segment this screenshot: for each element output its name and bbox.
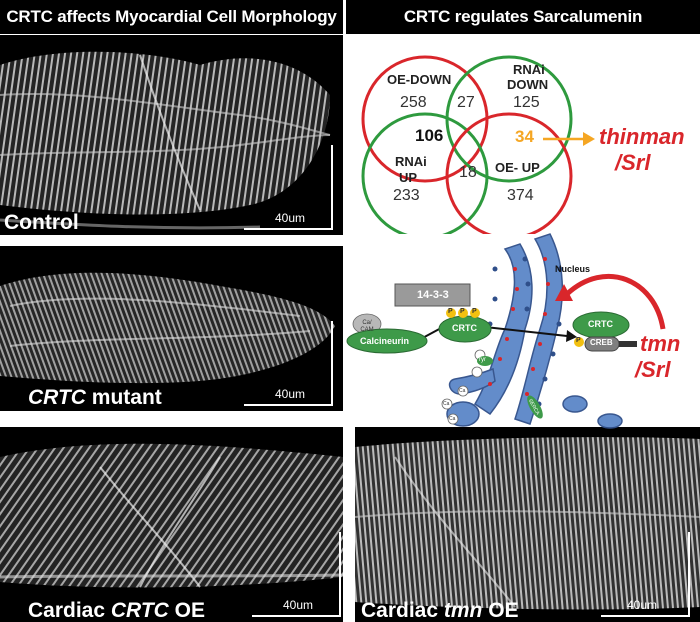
tmn-oe-label-suffix: OE [482, 599, 519, 622]
control-muscle-texture [0, 51, 331, 230]
serca-shape [527, 395, 543, 419]
creb-label: CREB [590, 338, 613, 347]
ryr-label: ryr [479, 357, 486, 363]
venn-circle-oe-up [445, 112, 573, 234]
tmn-oe-label-italic: tmn [443, 599, 483, 622]
crtc-oe-label-italic: CRTC [110, 599, 169, 622]
er-dots [488, 257, 550, 396]
crtc-mutant-label-suffix: mutant [85, 386, 162, 409]
crtc-mutant-scale-label: 40um [275, 387, 306, 401]
venn-value-rnai-up: 233 [393, 187, 420, 204]
calcineurin-shape [346, 328, 428, 354]
crtc-oe-scale-bar-horizontal [252, 615, 341, 617]
tmn-oe-scale-bar-horizontal [601, 615, 690, 617]
feedback-curved-arrow [565, 274, 666, 330]
crtc-cyto-label: CRTC [452, 323, 477, 333]
venn-value-overlap-center: 106 [415, 126, 444, 145]
protein-1433-box [394, 283, 471, 307]
crtc-oe-label-suffix: OE [168, 599, 206, 622]
feedback-arrow-head [555, 284, 573, 301]
calcineurin-label: Calcineurin [360, 336, 410, 346]
venn-value-oe-down: 258 [400, 94, 427, 111]
tmn-oe-muscle-texture [355, 437, 700, 610]
crtc-translocation-arrow-head [566, 330, 577, 342]
tmn-oe-label-prefix: Cardiac [361, 599, 444, 622]
p-label-2: P [460, 308, 465, 315]
left-title: CRTC affects Myocardial Cell Morphology [0, 0, 343, 34]
protein-1433-label: 14-3-3 [417, 289, 449, 301]
venn-circle-rnai-up [361, 112, 489, 234]
p-label-1: P [448, 308, 453, 315]
crtc-mutant-label: CRTC mutant [28, 386, 162, 410]
control-label: Control [4, 211, 79, 234]
control-scale-bar-horizontal [244, 228, 333, 230]
venn-diagram [361, 55, 595, 234]
ca-cam-label: Ca/ CAM [360, 320, 374, 333]
right-title: CRTC regulates Sarcalumenin [346, 0, 700, 34]
crtc-oe-scale-label: 40um [283, 598, 314, 612]
ca-label-1: Ca [459, 388, 466, 394]
tmn-oe-scale-bar-vertical [688, 532, 690, 617]
gene-label-line1: tmn [640, 331, 681, 356]
ryr-shape [477, 356, 493, 366]
ca-label-3: Ca [449, 416, 456, 422]
venn-label-rnai-up-line1: RNAi [395, 154, 427, 169]
crtc-mutant-scale-bar-vertical [331, 321, 333, 406]
venn-label-rnai-down-line1: RNAi [513, 62, 545, 77]
highlight-arrow-head [583, 132, 595, 146]
p-circle-3 [470, 308, 480, 318]
crtc-oe-muscle-texture [0, 443, 343, 588]
crtc-mutant-scale-bar-horizontal [244, 404, 333, 406]
control-scale-label: 40um [275, 211, 306, 225]
gene-promoter [619, 341, 637, 347]
crtc-oe-label-prefix: Cardiac [28, 599, 111, 622]
p-label-nuc: P [576, 337, 581, 344]
venn-label-oe-down: OE-DOWN [387, 72, 452, 87]
venn-value-rnai-down: 125 [513, 94, 540, 111]
venn-target-line2: /Srl [615, 150, 651, 175]
gene-label-line2: /Srl [635, 357, 671, 382]
tmn-oe-label: Cardiac tmn OE [361, 599, 519, 622]
venn-target-line1: thinman [599, 124, 685, 149]
venn-value-oe-up: 374 [507, 187, 534, 204]
ca-label-2: Ca [443, 401, 450, 407]
venn-value-overlap-top: 27 [457, 94, 475, 111]
control-image-panel: Control 40um [0, 35, 343, 235]
crtc-nuc-label: CRTC [588, 319, 613, 329]
venn-label-rnai-up-line2: UP [399, 170, 418, 185]
venn-value-overlap-highlight: 34 [515, 127, 534, 146]
regulation-diagram: OE-DOWN 258 RNAi DOWN 125 27 106 34 RNAi… [345, 34, 700, 429]
crtc-mutant-label-italic: CRTC [28, 386, 86, 409]
tmn-oe-image-panel: Cardiac tmn OE 40um [355, 427, 700, 622]
crtc-mutant-muscle-texture [0, 272, 335, 384]
crtc-oe-label: Cardiac CRTC OE [28, 599, 205, 622]
p-circle-1 [446, 308, 456, 318]
venn-label-oe-up: OE- UP [495, 160, 540, 175]
crtc-translocation-arrow [484, 326, 568, 337]
p-circle-nuc [574, 337, 584, 347]
crtc-oe-image-panel: Cardiac CRTC OE 40um [0, 427, 343, 622]
control-scale-bar-vertical [331, 145, 333, 230]
pathway-diagram [346, 233, 666, 429]
er-outer-dots [487, 256, 566, 407]
tmn-oe-scale-label: 40um [627, 598, 658, 612]
p-circle-2 [458, 308, 468, 318]
crtc-oe-scale-bar-vertical [339, 532, 341, 617]
crtc-mutant-image-panel: CRTC mutant 40um [0, 246, 343, 411]
venn-label-rnai-down-line2: DOWN [507, 77, 549, 92]
venn-value-overlap-bottom: 18 [459, 164, 477, 181]
nucleus-label: Nucleus [555, 264, 591, 274]
p-label-3: P [472, 308, 477, 315]
